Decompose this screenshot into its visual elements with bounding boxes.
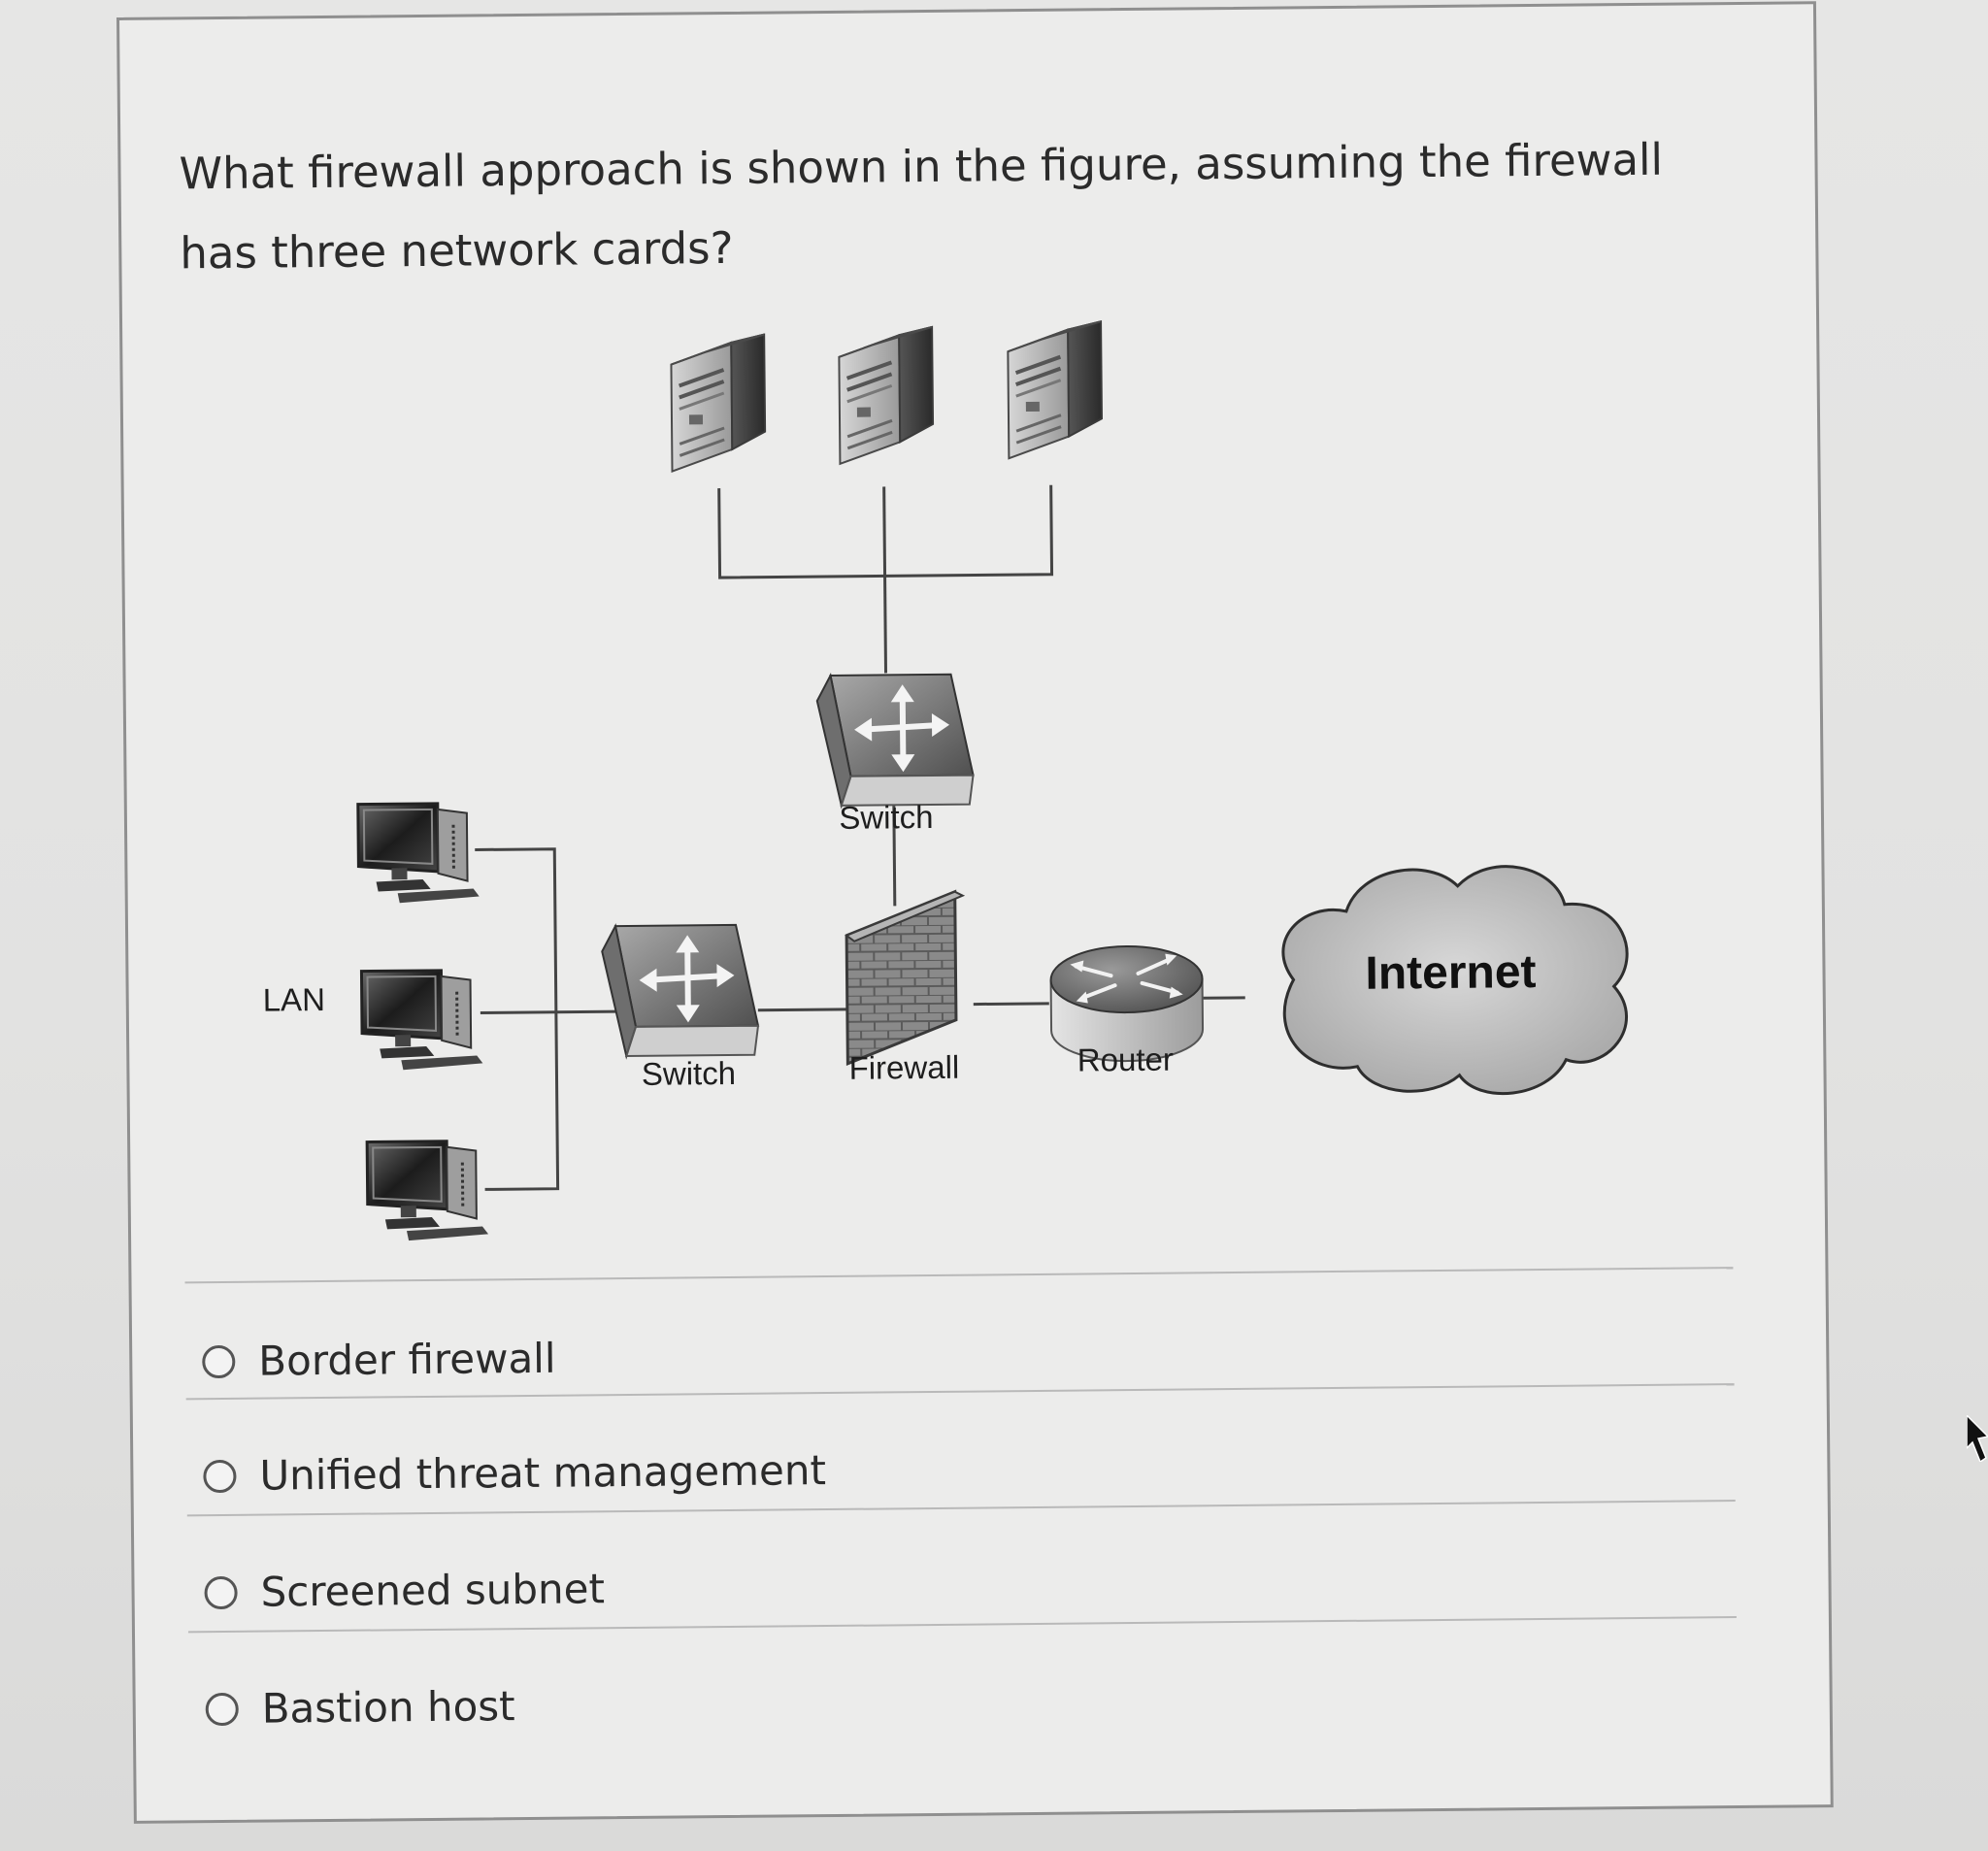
option-border-firewall[interactable]: Border firewall xyxy=(202,1335,556,1385)
mouse-cursor-icon xyxy=(1967,1415,1988,1462)
lan-pc-2-icon xyxy=(359,968,484,1073)
options-separator-2 xyxy=(186,1500,1736,1517)
server-1-icon xyxy=(669,332,768,474)
dmz-switch-icon xyxy=(817,675,974,807)
option-bastion-host-radio[interactable] xyxy=(205,1692,239,1726)
lan-pc-3-icon xyxy=(365,1139,490,1243)
firewall-label: Firewall xyxy=(848,1049,959,1086)
lan-label: LAN xyxy=(263,981,326,1018)
internet-cloud-icon xyxy=(1281,865,1629,1095)
router-label: Router xyxy=(1077,1041,1174,1078)
option-bastion-host-label: Bastion host xyxy=(261,1682,515,1733)
question-card: What firewall approach is shown in the f… xyxy=(116,1,1834,1824)
options-separator-3 xyxy=(187,1616,1737,1634)
options-separator-1 xyxy=(185,1383,1735,1401)
internet-label: Internet xyxy=(1365,946,1537,1000)
option-border-firewall-label: Border firewall xyxy=(258,1334,556,1385)
option-screened-subnet-label: Screened subnet xyxy=(260,1565,606,1616)
server-3-icon xyxy=(1006,319,1105,461)
option-bastion-host[interactable]: Bastion host xyxy=(205,1682,515,1733)
option-unified-threat-management[interactable]: Unified threat management xyxy=(203,1446,826,1500)
network-diagram: Switch LAN Switch Firewall xyxy=(263,319,1629,1243)
option-screened-subnet[interactable]: Screened subnet xyxy=(204,1565,605,1616)
option-unified-threat-management-label: Unified threat management xyxy=(259,1446,827,1500)
dmz-cabling xyxy=(717,484,1054,907)
router-icon xyxy=(1049,945,1205,1063)
option-unified-threat-management-radio[interactable] xyxy=(203,1459,237,1493)
firewall-icon xyxy=(845,889,966,1067)
option-border-firewall-radio[interactable] xyxy=(202,1344,236,1378)
server-2-icon xyxy=(837,324,936,466)
lan-switch-icon xyxy=(602,925,758,1057)
option-screened-subnet-radio[interactable] xyxy=(204,1575,238,1609)
lan-switch-label: Switch xyxy=(642,1055,737,1092)
dmz-switch-label: Switch xyxy=(839,799,934,836)
lan-cabling xyxy=(475,847,1245,1191)
options-separator-top xyxy=(184,1267,1734,1284)
lan-pc-1-icon xyxy=(356,801,481,906)
question-text: What firewall approach is shown in the f… xyxy=(179,133,1664,280)
